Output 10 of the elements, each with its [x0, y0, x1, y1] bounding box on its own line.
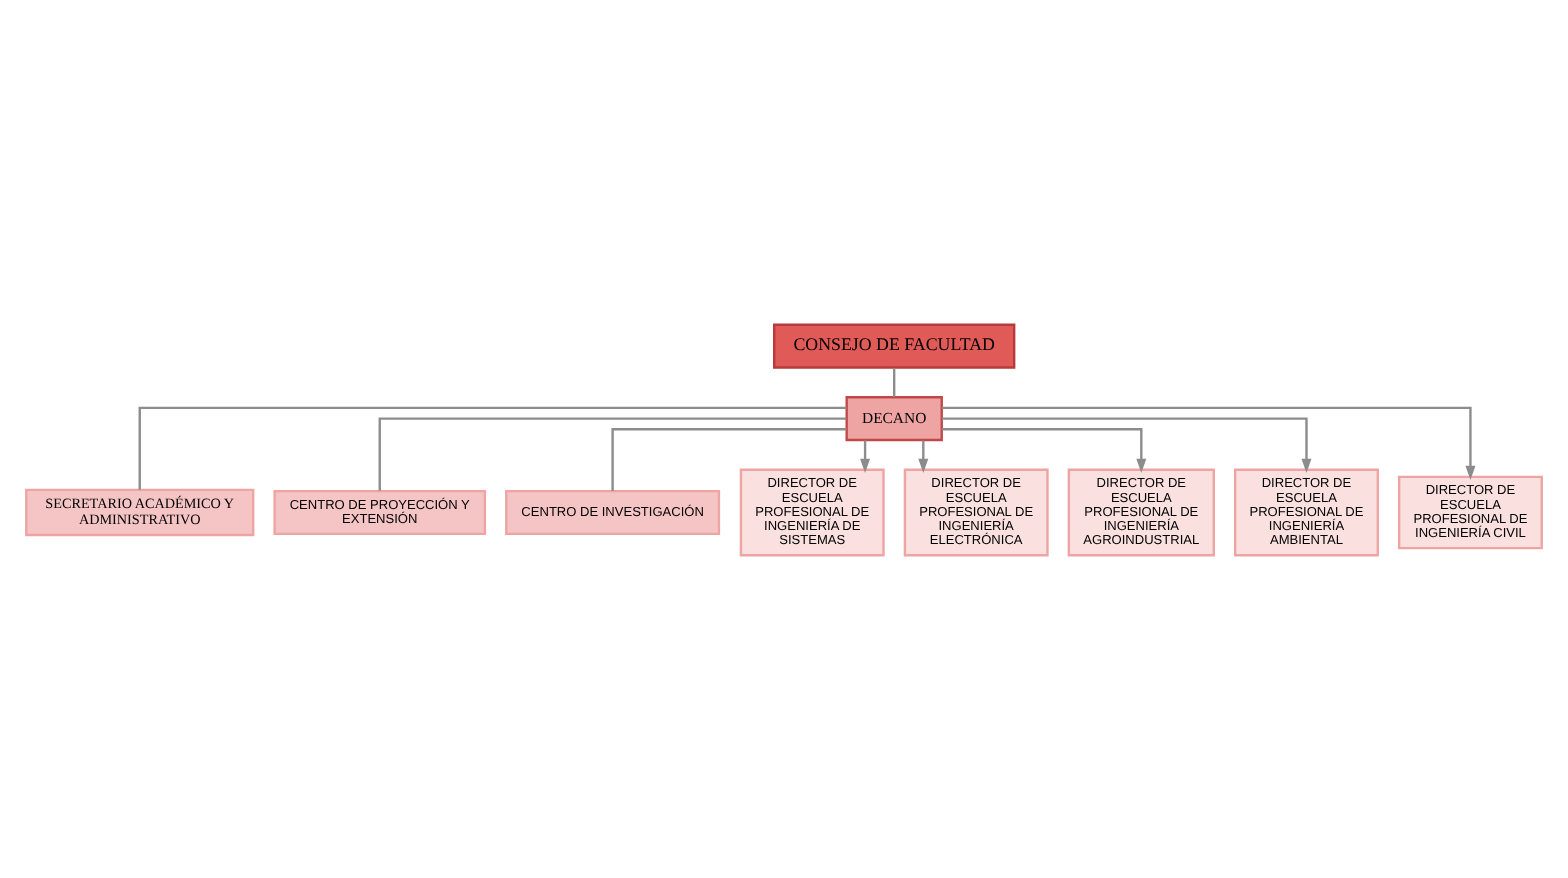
connector [893, 366, 896, 396]
arrow [941, 427, 1147, 473]
arrow [918, 439, 929, 472]
arrow [860, 439, 871, 472]
connector [138, 405, 847, 489]
arrow [941, 405, 1476, 480]
connector [611, 427, 847, 491]
node-box: CONSEJO DE FACULTAD [773, 322, 1016, 368]
connector [378, 416, 847, 490]
arrow [941, 416, 1312, 472]
